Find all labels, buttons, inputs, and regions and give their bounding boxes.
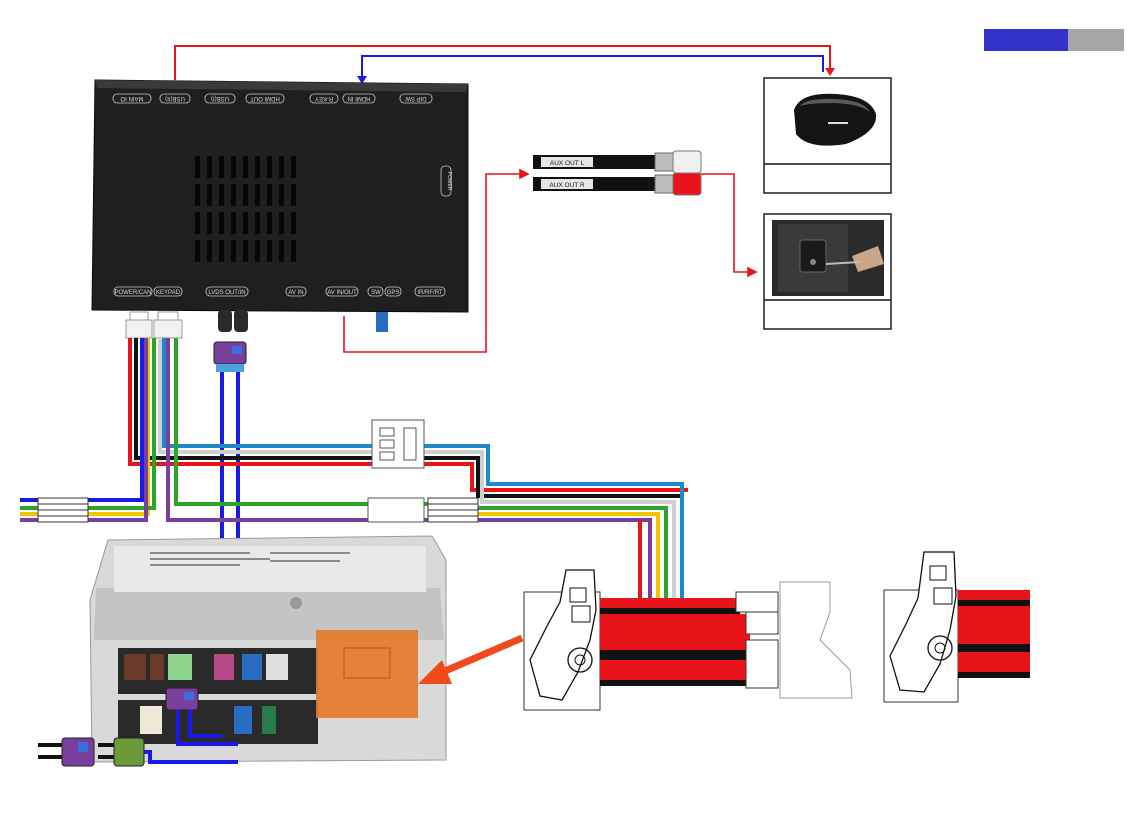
left-inline-connector xyxy=(37,497,89,523)
lvds-connector xyxy=(218,310,248,332)
port-label-sw: SW xyxy=(371,290,381,296)
aux-cable-right: AUX OUT R xyxy=(533,172,702,196)
aux-out-r-label: AUX OUT R xyxy=(549,182,585,189)
connector-clip-detail-left xyxy=(523,569,853,711)
port-label-power: POWER xyxy=(446,172,452,191)
tab-inactive[interactable] xyxy=(1068,29,1124,51)
port-label-main-io: MAIN IO xyxy=(120,95,143,101)
top-signal-wires xyxy=(174,45,835,84)
aux-feed-wire xyxy=(343,168,758,353)
port-label-gps: GPS xyxy=(387,290,400,296)
bluetooth-receiver-panel xyxy=(763,77,892,194)
power-can-connector xyxy=(125,311,183,339)
port-label-hdmi-out: HDMI OUT xyxy=(250,95,280,101)
upper-inline-connector xyxy=(371,419,425,469)
page-tabs xyxy=(984,29,1124,51)
interface-box: MAIN IO USB(II) USB(I) HDMI OUT R-KEY HD… xyxy=(91,79,469,313)
aux-cable-left: AUX OUT L xyxy=(533,150,702,174)
port-label-dip-sw: DIP SW xyxy=(405,95,427,101)
port-label-av-inout: AV IN/OUT xyxy=(327,290,357,296)
port-label-usb2: USB(II) xyxy=(165,95,185,101)
bluetooth-receiver-photo xyxy=(794,93,877,146)
port-label-hdmi-in: HDMI IN xyxy=(348,95,371,101)
port-label-av-in: AV IN xyxy=(288,290,303,296)
head-unit-photo xyxy=(89,535,447,763)
port-label-usb1: USB(I) xyxy=(211,95,229,101)
lvds-plug-bottom xyxy=(165,687,238,746)
port-label-lvds: LVDS OUT/IN xyxy=(208,290,245,296)
vent-grille xyxy=(195,156,296,262)
aux-jack-photo xyxy=(772,220,884,296)
port-label-r-key: R-KEY xyxy=(315,95,333,101)
harness-wires xyxy=(20,338,688,760)
aux-out-l-label: AUX OUT L xyxy=(550,160,585,167)
bottom-left-plugs xyxy=(38,737,238,767)
orange-arrow xyxy=(418,634,524,684)
gps-connector xyxy=(376,312,388,332)
lvds-plug-top xyxy=(213,341,247,372)
aux-jack-panel xyxy=(763,213,892,330)
port-label-ir-rf-rt: IR/RF/RT xyxy=(417,290,443,296)
port-label-power-can: POWER/CAN xyxy=(114,290,151,296)
connector-clip-detail-right xyxy=(883,551,1030,703)
tab-active[interactable] xyxy=(984,29,1068,51)
lower-inline-connector xyxy=(367,497,479,523)
port-label-keypad: KEYPAD xyxy=(156,290,181,296)
